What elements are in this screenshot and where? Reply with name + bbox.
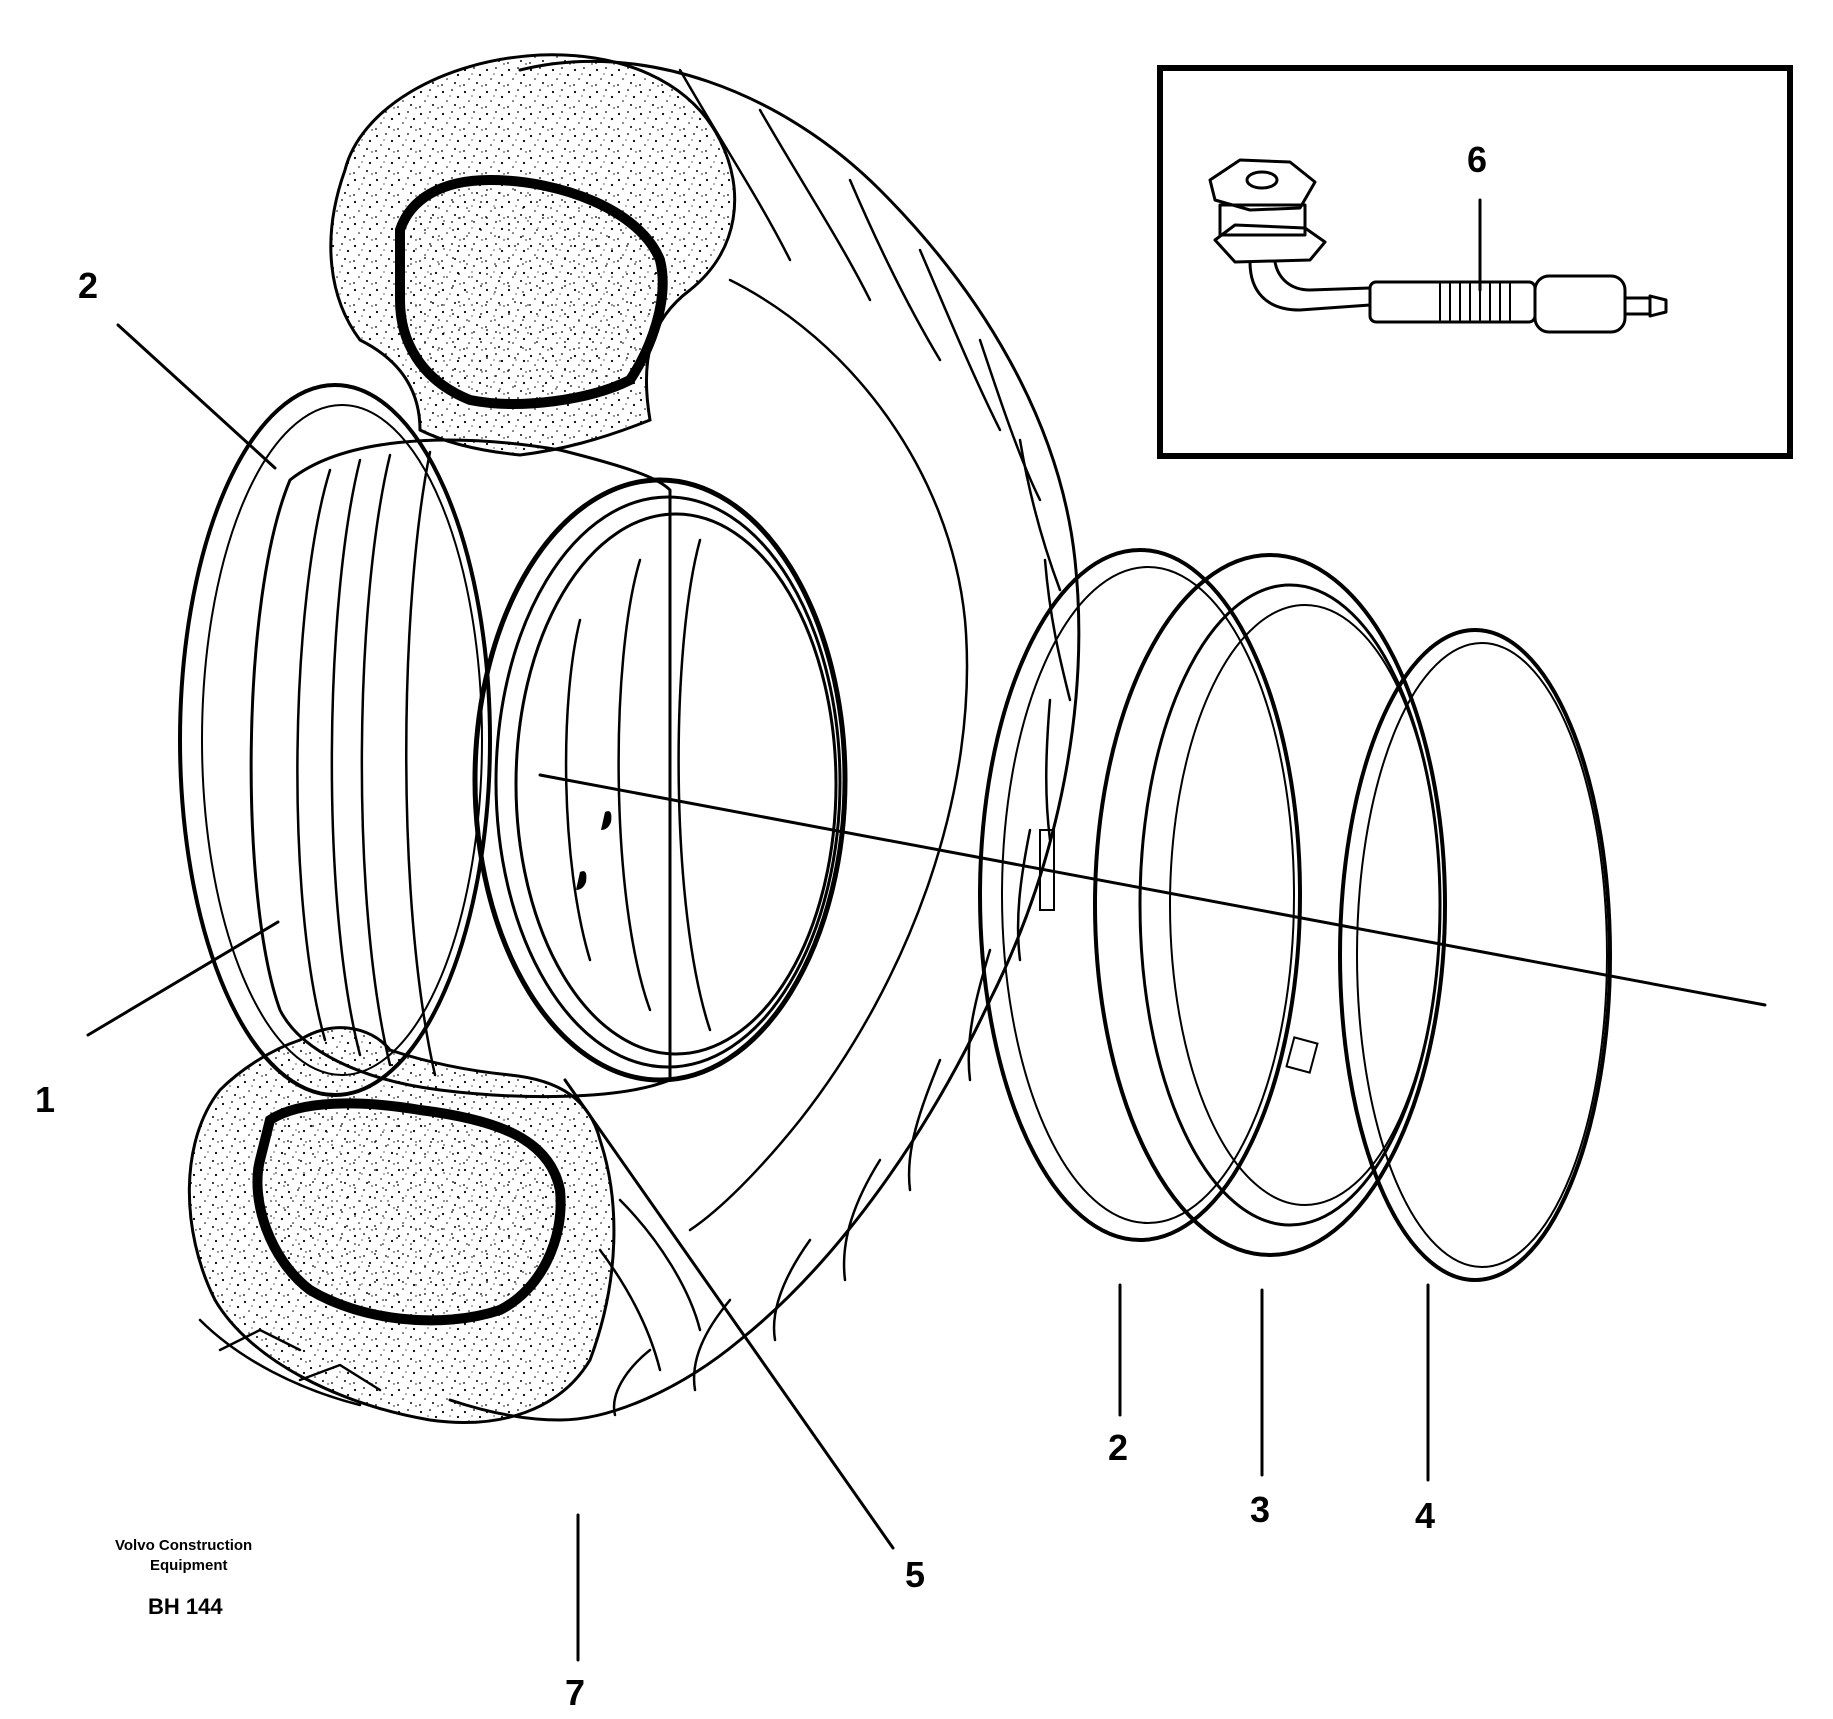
rim-bead-seat: [472, 477, 848, 1083]
rim-body: [178, 383, 848, 1099]
rim-inner-disk: [564, 538, 712, 1032]
rim-barrel: [249, 438, 672, 1099]
rim-flange-left: [178, 383, 492, 1097]
drawing-code: BH 144: [148, 1594, 223, 1619]
retaining-ring: [1285, 628, 1612, 1282]
lower-tread-blocks: [198, 1198, 702, 1407]
callout-7: 7: [565, 1672, 585, 1713]
callout-5: 5: [905, 1554, 925, 1595]
tire-lower-hollow: [252, 1098, 566, 1326]
assembly-axis-line: [538, 773, 1767, 1007]
bolt-mark: [601, 811, 612, 830]
leader-lines: [86, 198, 1482, 1662]
lock-ring: [1093, 553, 1447, 1257]
rim-barrel-grooves: [296, 450, 437, 1077]
callout-4: 4: [1415, 1495, 1435, 1536]
callout-3: 3: [1250, 1489, 1270, 1530]
callout-1: 1: [35, 1079, 55, 1120]
tire: [187, 53, 1081, 1424]
bolt-mark: [576, 871, 587, 890]
credit-line-2: Equipment: [150, 1557, 228, 1574]
valve-threads: [1439, 283, 1511, 321]
callout-6: 6: [1467, 139, 1487, 180]
tire-outer-tread: [448, 59, 1081, 1422]
valve-inset: [1157, 65, 1793, 459]
callout-2-right: 2: [1108, 1427, 1128, 1468]
tire-upper-hollow: [395, 174, 668, 409]
callout-2-left: 2: [78, 265, 98, 306]
credit-line-1: Volvo Construction: [115, 1537, 252, 1554]
tire-sidewall-line: [688, 278, 969, 1232]
